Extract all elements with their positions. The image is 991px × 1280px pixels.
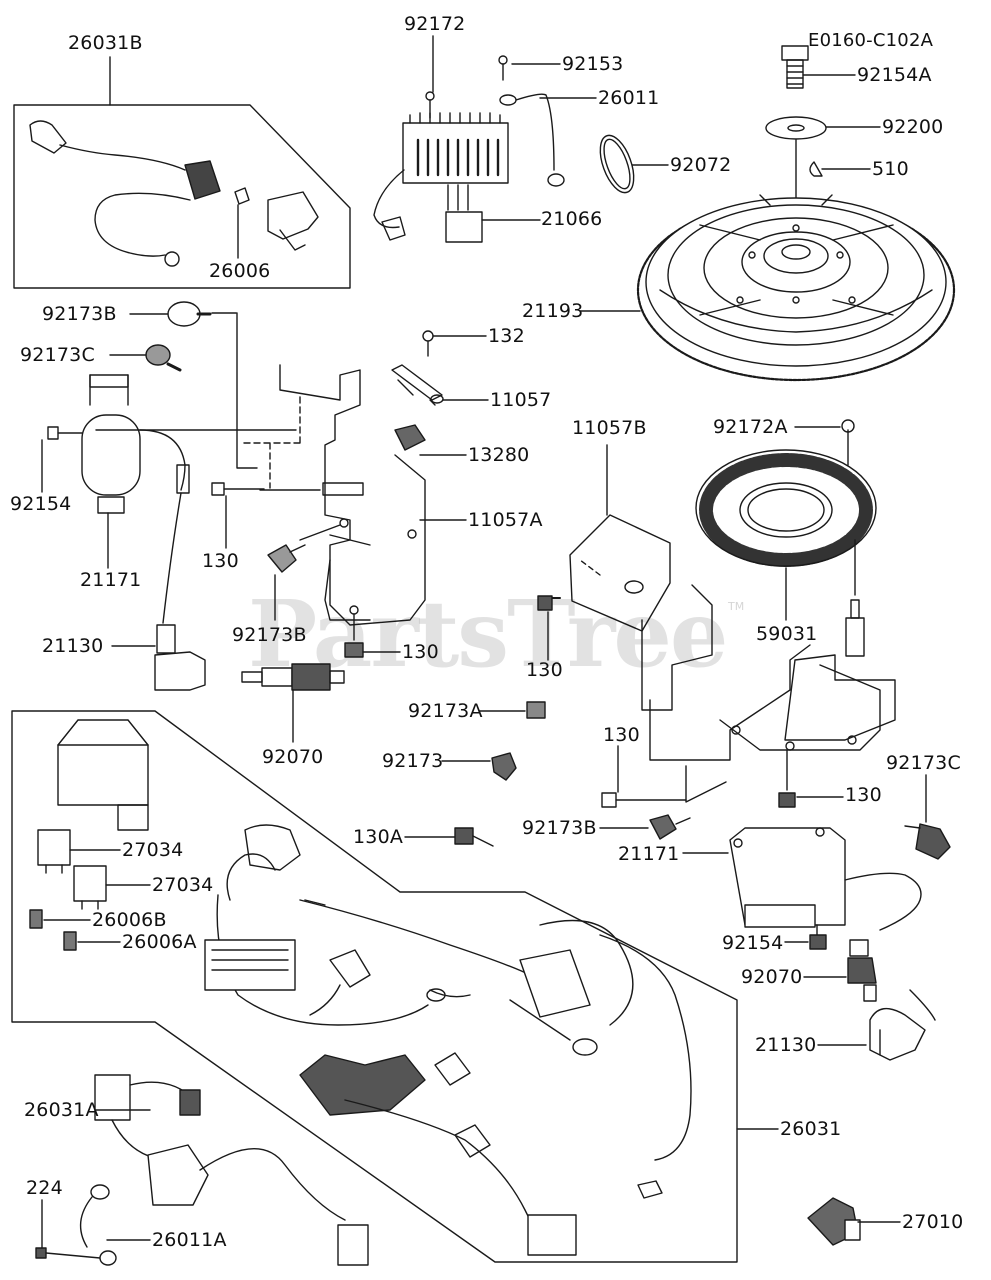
stator-59031 [695, 419, 877, 657]
ground-wire-26011a [79, 1184, 117, 1266]
callout-27010: 27010 [902, 1211, 964, 1233]
relay-box [57, 719, 149, 831]
bracket-11057a [279, 364, 426, 626]
callout-26006b: 26006B [92, 909, 167, 931]
regulator-21066 [373, 91, 509, 243]
callout-21193: 21193 [522, 300, 584, 322]
clip-92173c-right [904, 823, 951, 860]
callout-510: 510 [872, 158, 909, 180]
callout-92200: 92200 [882, 116, 944, 138]
callout-11057a: 11057A [468, 509, 543, 531]
callout-132: 132 [488, 325, 525, 347]
clip-92173c-left [145, 344, 182, 372]
spark-plug-92070-left [241, 663, 345, 691]
callout-13280: 13280 [468, 444, 530, 466]
callout-59031: 59031 [756, 623, 818, 645]
watermark-trademark: TM [728, 600, 745, 613]
callout-92070-right: 92070 [741, 966, 803, 988]
callout-130-upper: 130 [603, 724, 640, 746]
washer-92200 [765, 116, 827, 140]
callout-21130-left: 21130 [42, 635, 104, 657]
callout-92173a: 92173A [408, 700, 483, 722]
nut-92173a [526, 701, 546, 719]
callout-130-lower: 130 [845, 784, 882, 806]
main-harness-26031 [204, 824, 692, 1256]
key-510 [809, 161, 823, 177]
callout-92154-left: 92154 [10, 493, 72, 515]
bolt-130-lower [778, 749, 796, 808]
bolt-130-right [537, 595, 561, 611]
callout-92072: 92072 [670, 154, 732, 176]
bolt-130-mid [344, 605, 364, 658]
callout-21171-left: 21171 [80, 569, 142, 591]
ignition-coil-21171-left [81, 374, 190, 514]
relay-27034-a [37, 829, 71, 874]
callout-21066: 21066 [541, 208, 603, 230]
screw-224 [35, 1247, 101, 1259]
group-box-26031b [13, 104, 351, 289]
callout-21171-right: 21171 [618, 843, 680, 865]
callout-11057: 11057 [490, 389, 552, 411]
callout-92173c-right: 92173C [886, 752, 961, 774]
clamp-92072 [599, 134, 635, 194]
flywheel-21193 [636, 194, 956, 382]
callout-26031: 26031 [780, 1118, 842, 1140]
ignition-coil-21171-right [729, 827, 922, 936]
callout-92173c-left: 92173C [20, 344, 95, 366]
clip-92173b-top [167, 301, 212, 327]
drawing-code: E0160-C102A [808, 30, 934, 51]
callout-26011a: 26011A [152, 1229, 227, 1251]
bracket-11057b [569, 514, 896, 761]
bolt-130-upper [601, 765, 727, 808]
plug-cap-21130-left [154, 492, 206, 691]
callout-130-left: 130 [202, 550, 239, 572]
callout-92154-right: 92154 [722, 932, 784, 954]
callout-21130-right: 21130 [755, 1034, 817, 1056]
callout-92153: 92153 [562, 53, 624, 75]
callout-92172: 92172 [404, 13, 466, 35]
callout-92173b-top: 92173B [42, 303, 117, 325]
callout-92070-left: 92070 [262, 746, 324, 768]
callout-130-mid: 130 [402, 641, 439, 663]
callout-92172a: 92172A [713, 416, 788, 438]
callout-130a: 130A [353, 826, 404, 848]
group-box-harness [11, 710, 738, 1263]
callout-26011: 26011 [598, 87, 660, 109]
screw-132 [422, 330, 434, 357]
bolt-130-left [211, 482, 265, 496]
callout-92173b-right: 92173B [522, 817, 597, 839]
clip-92173b-right [649, 814, 691, 840]
fuse-26006b [29, 909, 43, 929]
callout-130-right: 130 [526, 659, 563, 681]
callout-27034-b: 27034 [152, 874, 214, 896]
connector-13280 [394, 424, 426, 451]
callout-26031b: 26031B [68, 32, 143, 54]
bolt-92154-left [47, 426, 83, 440]
bolt-92154-right [809, 934, 827, 950]
callout-11057b: 11057B [572, 417, 647, 439]
fuse-26006a [63, 931, 77, 951]
clip-92173 [491, 752, 517, 781]
bolt-92154a [781, 45, 809, 89]
callout-27034-a: 27034 [122, 839, 184, 861]
sub-harness-26031b [29, 120, 319, 267]
callout-26031a: 26031A [24, 1099, 99, 1121]
callout-92173b-mid: 92173B [232, 624, 307, 646]
sub-harness-26031a [94, 1074, 369, 1266]
callout-26006a: 26006A [122, 931, 197, 953]
clip-92173b-mid [267, 544, 306, 573]
callout-224: 224 [26, 1177, 63, 1199]
callout-26006: 26006 [209, 260, 271, 282]
callout-92173: 92173 [382, 750, 444, 772]
bolt-130a [454, 827, 494, 847]
plate-11057 [391, 364, 444, 406]
callout-92154a: 92154A [857, 64, 932, 86]
ground-wire-26011 [498, 55, 565, 187]
switch-27010 [807, 1197, 861, 1246]
spark-plug-92070-right [847, 939, 877, 1002]
relay-27034-b [73, 865, 107, 910]
plug-cap-21130-right [869, 989, 936, 1061]
